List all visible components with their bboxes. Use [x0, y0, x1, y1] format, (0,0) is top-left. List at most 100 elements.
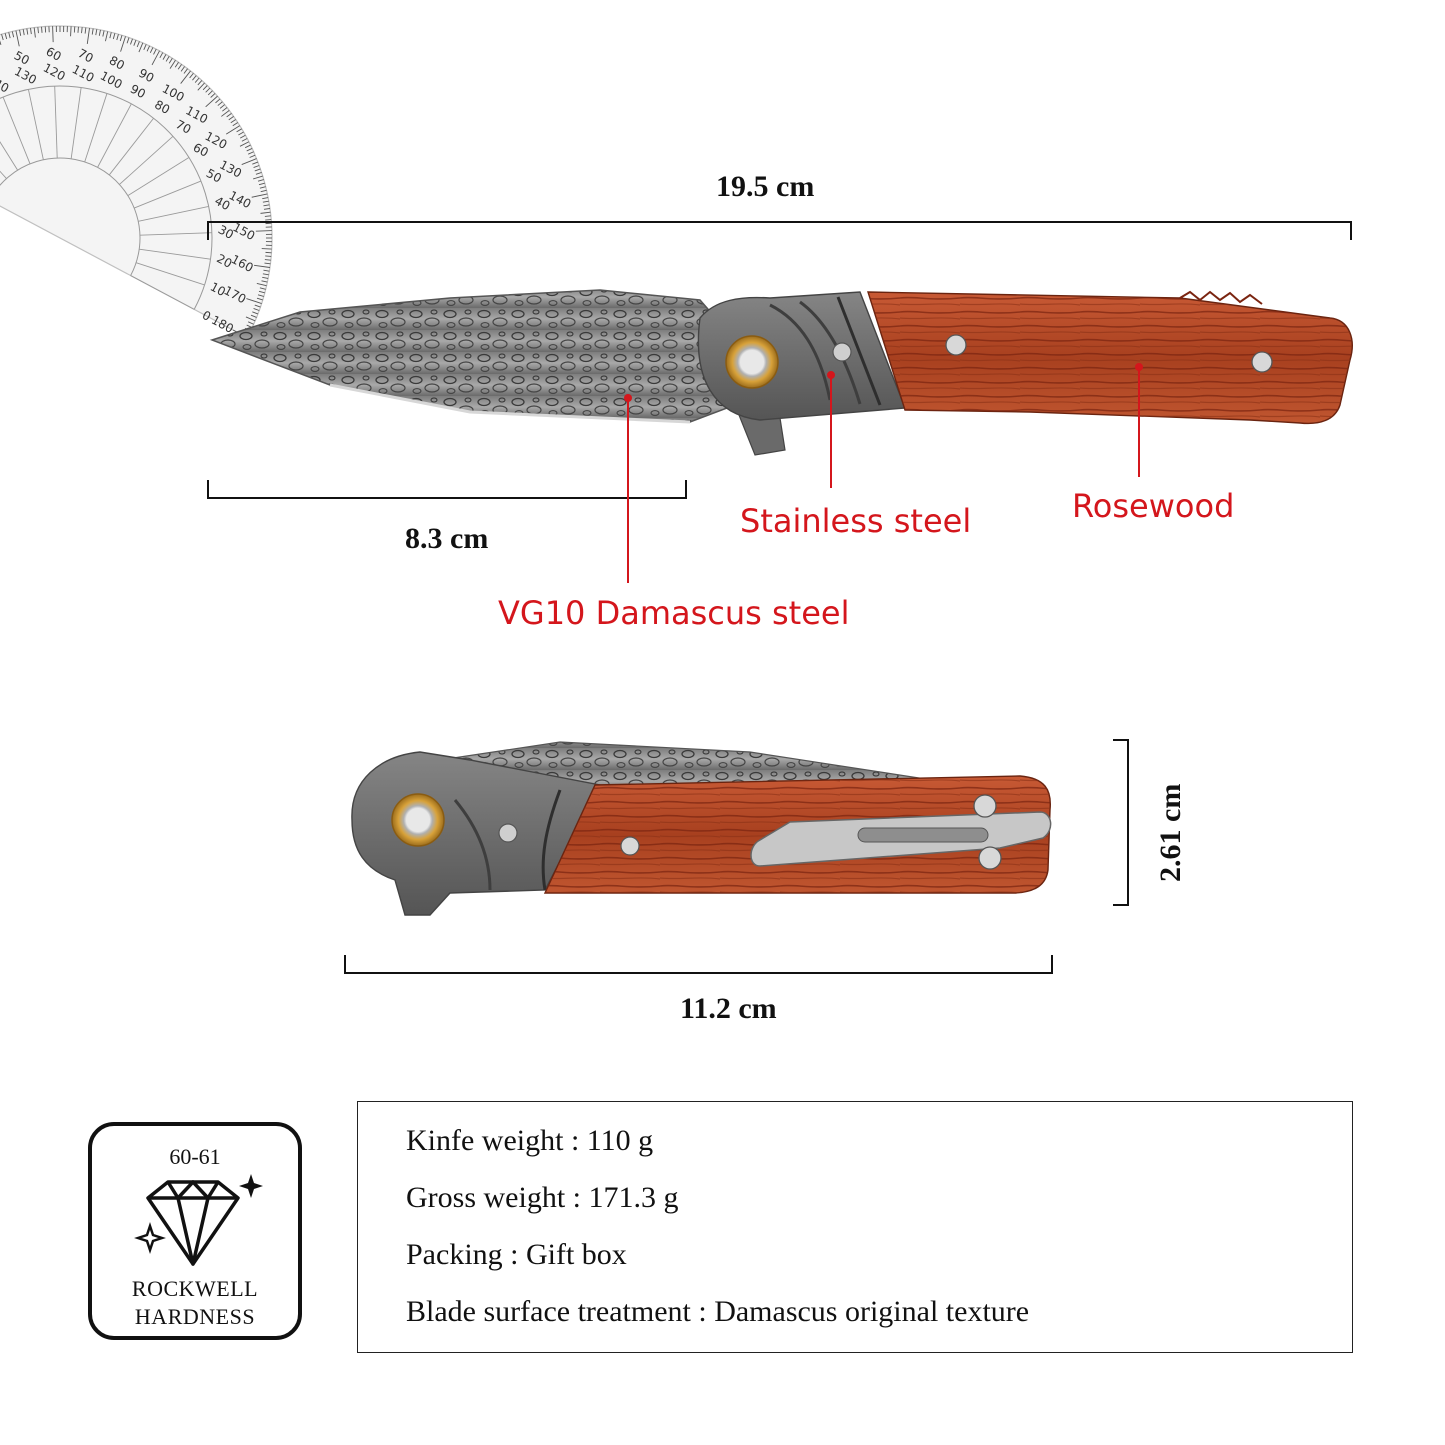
protractor-tick — [210, 93, 216, 98]
protractor-tick — [246, 147, 253, 152]
protractor-tick — [15, 30, 20, 47]
protractor-tick — [91, 28, 94, 35]
protractor-tick — [0, 35, 2, 45]
protractor-tick — [81, 27, 83, 34]
protractor-tick — [183, 68, 188, 74]
protractor-inner-label: 40 — [212, 194, 232, 214]
rockwell-hardness-badge: 60-61 ROCKWELL HARDNESS — [88, 1122, 302, 1340]
protractor-ray — [97, 103, 132, 168]
protractor-tick — [194, 77, 200, 83]
protractor-tick — [52, 26, 54, 43]
protractor-tick — [265, 233, 272, 235]
closed-length-label: 11.2 cm — [680, 992, 777, 1025]
protractor-inner-label: 60 — [191, 140, 211, 160]
protractor-tick — [221, 110, 230, 117]
open-knife — [209, 289, 1353, 456]
protractor-tick — [239, 141, 250, 147]
protractor-inner-label: 20 — [214, 251, 234, 271]
protractor-tick — [143, 44, 147, 50]
protractor-tick — [37, 27, 39, 34]
protractor-tick — [66, 26, 68, 33]
protractor-tick — [197, 82, 205, 91]
protractor-ray — [27, 89, 44, 160]
protractor-tick — [70, 26, 72, 37]
protractor-ray — [135, 262, 205, 286]
protractor-tick — [112, 33, 116, 40]
protractor-tick — [11, 31, 15, 38]
protractor-tick — [169, 59, 176, 69]
protractor-tick — [262, 200, 269, 203]
protractor-tick — [244, 144, 251, 149]
protractor-tick — [265, 241, 272, 243]
blade-material-callout: VG10 Damascus steel — [498, 594, 850, 632]
protractor-tick — [84, 27, 87, 34]
protractor-tick — [207, 90, 213, 96]
protractor-tick — [33, 27, 36, 38]
protractor-tick — [59, 25, 61, 33]
protractor-ray — [2, 96, 31, 164]
protractor-tick — [177, 64, 182, 70]
protractor-outer-label: 50 — [12, 48, 32, 68]
protractor-ray — [139, 232, 212, 236]
protractor-tick — [264, 215, 271, 217]
protractor-tick — [165, 56, 170, 62]
protractor-inner-label: 30 — [216, 222, 236, 242]
protractor-tick — [1, 34, 4, 41]
protractor-tick — [253, 308, 260, 311]
protractor-tick — [8, 32, 11, 39]
protractor-tick — [168, 57, 173, 64]
protractor-inner-label: 70 — [173, 117, 193, 137]
protractor-outer-label: 70 — [76, 46, 96, 66]
protractor-tick — [77, 26, 79, 33]
diamond-icon — [134, 1174, 263, 1266]
protractor-tick — [109, 32, 112, 39]
protractor-tick — [151, 50, 160, 66]
protractor-ray — [138, 205, 209, 222]
protractor-tick — [263, 269, 270, 272]
protractor-tick — [257, 294, 264, 297]
protractor-tick — [249, 154, 256, 158]
protractor-tick — [215, 98, 221, 104]
protractor-tick — [205, 95, 218, 108]
protractor-ray — [0, 108, 18, 171]
hardness-range: 60-61 — [169, 1144, 221, 1169]
protractor-tick — [44, 26, 47, 33]
protractor-tick — [255, 230, 272, 232]
protractor-outer-label: 90 — [136, 66, 156, 86]
protractor-tick — [180, 70, 191, 84]
protractor-tick — [261, 248, 272, 250]
protractor-tick — [265, 219, 272, 221]
spec-knife-weight: Kinfe weight : 110 g — [406, 1124, 654, 1157]
protractor-tick — [262, 197, 269, 200]
protractor-tick — [197, 80, 203, 86]
pivot-screw — [725, 335, 779, 389]
protractor-tick — [73, 26, 76, 33]
protractor-tick — [95, 29, 98, 36]
handle-material-callout: Rosewood — [1072, 487, 1235, 525]
protractor-tick — [245, 316, 256, 322]
blade — [209, 289, 736, 423]
protractor-tick — [138, 42, 144, 53]
protractor-tick — [256, 283, 267, 287]
protractor-tick — [48, 26, 50, 33]
protractor-tick — [251, 193, 268, 198]
protractor-tick — [263, 208, 270, 210]
protractor-ray — [70, 87, 82, 159]
protractor-tick — [105, 31, 109, 42]
hardness-line1: ROCKWELL — [131, 1276, 259, 1301]
protractor-tick — [159, 52, 164, 59]
bolster-material-callout: Stainless steel — [740, 502, 972, 540]
protractor-tick — [146, 45, 151, 52]
protractor-inner-label: 10 — [208, 280, 228, 300]
protractor-tick — [162, 54, 167, 60]
protractor-tick — [265, 251, 272, 254]
protractor-tick — [241, 138, 248, 142]
protractor-tick — [264, 259, 271, 261]
protractor-tick — [126, 37, 130, 44]
protractor-tick — [239, 134, 246, 139]
protractor-tick — [232, 122, 239, 127]
protractor-tick — [238, 131, 244, 136]
protractor-tick — [248, 321, 254, 325]
protractor-outer-label: 80 — [107, 53, 127, 73]
